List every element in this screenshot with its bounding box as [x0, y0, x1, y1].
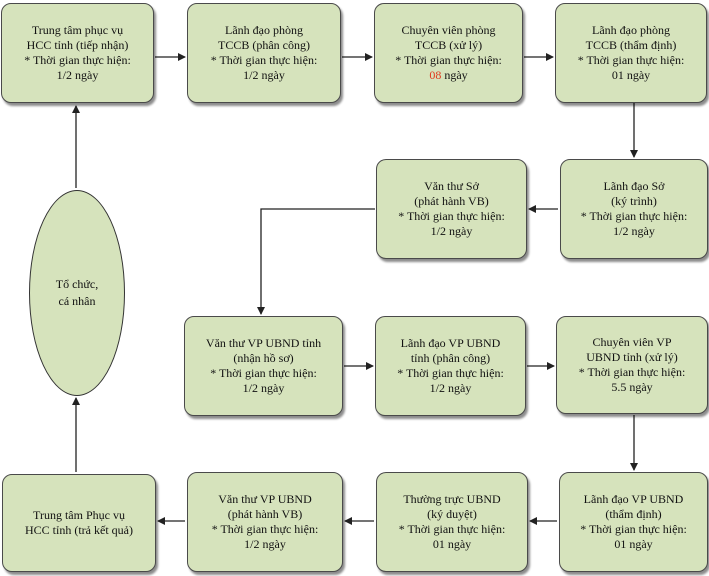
step-time-label: * Thời gian thực hiện:	[580, 522, 687, 536]
step-time-value: 1/2 ngày	[243, 68, 285, 82]
highlighted-duration: 08	[429, 68, 442, 82]
step-ubnd-leader-review: Lãnh đạo VP UBND (thẩm định) * Thời gian…	[559, 472, 708, 572]
step-hcc-return-result: Trung tâm Phục vụ HCC tỉnh (trả kết quả)	[2, 474, 156, 572]
step-title-line: HCC tỉnh (trả kết quả)	[25, 523, 133, 537]
step-title-line: Trung tâm phục vụ	[31, 23, 124, 37]
step-tccb-specialist-process: Chuyên viên phòng TCCB (xử lý) * Thời gi…	[374, 3, 523, 103]
actor-label-line: Tổ chức,	[55, 277, 99, 291]
duration-unit: ngày	[441, 68, 468, 82]
step-title-line: Chuyên viên VP	[592, 335, 672, 349]
step-time-value: 1/2 ngày	[244, 537, 286, 551]
step-time-label: * Thời gian thực hiện:	[210, 53, 318, 67]
step-title-line: Thường trực UBND	[403, 492, 501, 506]
step-time-value: 01 ngày	[432, 537, 472, 551]
step-time-value: 5.5 ngày	[611, 380, 653, 394]
step-title-line: Văn thư Sở	[424, 179, 479, 193]
step-title-line: Lãnh đạo VP UBND	[583, 492, 684, 506]
step-ubnd-standing-approve: Thường trực UBND (ký duyệt) * Thời gian …	[376, 472, 528, 572]
step-time-value: 1/2 ngày	[56, 68, 99, 82]
actor-label-line: cá nhân	[58, 294, 96, 308]
step-title-line: TCCB (phân công)	[218, 38, 310, 52]
step-title-line: Văn thư VP UBND	[218, 492, 312, 506]
step-time-value: 01 ngày	[611, 68, 651, 82]
arrow-s6-s7	[257, 208, 375, 315]
step-title-line: (thẩm định)	[605, 507, 662, 521]
step-ubnd-leader-assign: Lãnh đạo VP UBND tỉnh (phân công) * Thời…	[375, 316, 526, 416]
step-time-label: * Thời gian thực hiện:	[397, 366, 504, 380]
step-time-label: * Thời gian thực hiện:	[395, 53, 502, 67]
step-time-label: * Thời gian thực hiện:	[210, 366, 317, 380]
step-title-line: Chuyên viên phòng	[401, 23, 496, 37]
step-title-line: (ký duyệt)	[427, 507, 477, 521]
step-title-line: HCC tỉnh (tiếp nhận)	[26, 38, 129, 52]
step-ubnd-specialist-process: Chuyên viên VP UBND tỉnh (xử lý) * Thời …	[556, 316, 708, 414]
step-title-line: Trung tâm Phục vụ	[33, 508, 125, 522]
step-title-line: TCCB (thẩm định)	[585, 38, 677, 52]
step-time-label: * Thời gian thực hiện:	[398, 209, 505, 223]
step-time-label: * Thời gian thực hiện:	[211, 522, 319, 536]
step-title-line: tỉnh (phân công)	[410, 351, 491, 365]
step-time-value: 1/2 ngày	[613, 224, 655, 238]
step-time-value: 01 ngày	[614, 537, 653, 551]
step-department-clerk-issue: Văn thư Sở (phát hành VB) * Thời gian th…	[376, 159, 527, 259]
step-ubnd-clerk-issue: Văn thư VP UBND (phát hành VB) * Thời gi…	[187, 472, 343, 572]
step-ubnd-clerk-receive: Văn thư VP UBND tỉnh (nhận hồ sơ) * Thời…	[184, 316, 343, 416]
step-time-label: * Thời gian thực hiện:	[398, 522, 506, 536]
step-tccb-leader-review: Lãnh đạo phòng TCCB (thẩm định) * Thời g…	[555, 3, 707, 103]
step-title-line: (ký trình)	[611, 194, 657, 208]
step-title-line: Lãnh đạo phòng	[592, 23, 670, 37]
step-title-line: (nhận hồ sơ)	[233, 351, 294, 365]
step-title-line: TCCB (xử lý)	[414, 38, 483, 52]
step-tccb-leader-assign: Lãnh đạo phòng TCCB (phân công) * Thời g…	[187, 3, 341, 103]
actor-organization-individual: Tổ chức, cá nhân	[29, 190, 125, 396]
step-hcc-reception: Trung tâm phục vụ HCC tỉnh (tiếp nhận) *…	[1, 3, 154, 103]
step-title-line: (phát hành VB)	[414, 194, 489, 208]
step-time-value: 08 ngày	[429, 68, 467, 83]
step-title-line: (phát hành VB)	[227, 507, 303, 521]
step-time-value: 1/2 ngày	[430, 224, 473, 238]
step-title-line: Văn thư VP UBND tỉnh	[205, 336, 322, 350]
step-title-line: Lãnh đạo phòng	[225, 23, 303, 37]
step-title-line: Lãnh đạo VP UBND	[400, 336, 501, 350]
step-title-line: Lãnh đạo Sở	[603, 179, 665, 193]
step-title-line: UBND tỉnh (xử lý)	[586, 350, 678, 364]
step-time-label: * Thời gian thực hiện:	[24, 53, 131, 67]
step-time-value: 1/2 ngày	[429, 381, 472, 395]
step-department-leader-sign: Lãnh đạo Sở (ký trình) * Thời gian thực …	[560, 159, 708, 259]
step-time-value: 1/2 ngày	[242, 381, 285, 395]
step-time-label: * Thời gian thực hiện:	[578, 365, 686, 379]
step-time-label: * Thời gian thực hiện:	[577, 53, 685, 67]
step-time-label: * Thời gian thực hiện:	[580, 209, 688, 223]
